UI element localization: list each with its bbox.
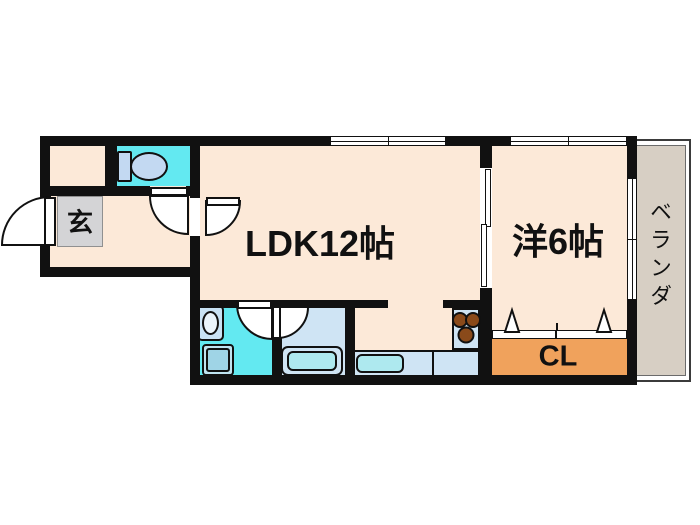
wall: [443, 300, 480, 308]
kitchen-counter-divider: [432, 351, 434, 377]
wall: [480, 136, 492, 168]
front-door-arc: [0, 195, 51, 246]
wall: [272, 308, 282, 378]
wall: [40, 267, 200, 277]
toilet-door-leaf: [150, 187, 188, 196]
entrance-mat: [57, 196, 103, 247]
washing-machine-inner: [206, 348, 230, 372]
closet-door-triangle: [503, 306, 521, 333]
front-door-leaf: [44, 197, 56, 246]
sliding-door-panel: [481, 224, 487, 287]
closet-door-triangle: [595, 306, 613, 333]
ldk-door-arc: [205, 200, 242, 237]
window: [510, 136, 628, 146]
toilet-bowl-icon: [130, 152, 168, 181]
closet-floor: [492, 338, 627, 375]
toilet-door-arc: [148, 195, 189, 236]
wall: [40, 186, 150, 196]
wall: [345, 300, 355, 378]
window: [330, 136, 447, 146]
stove-burner-icon: [457, 326, 475, 344]
closet-sliding-door: [492, 330, 556, 339]
stove-burner-icon: [452, 312, 468, 328]
bathtub-inner: [287, 351, 337, 371]
washroom-door-leaf: [237, 300, 272, 309]
washroom-door-arc: [235, 303, 273, 341]
wall: [190, 236, 200, 385]
wall: [480, 288, 492, 385]
wall: [627, 136, 637, 178]
wall: [200, 300, 237, 308]
wall: [627, 300, 637, 385]
washbasin-bowl: [202, 311, 219, 335]
wall: [190, 136, 200, 198]
ldk-label: LDK12帖: [244, 223, 396, 264]
window: [627, 178, 637, 300]
closet-sliding-door: [556, 330, 627, 339]
veranda-label: ベランダ: [647, 200, 672, 312]
entrance-label: 玄: [66, 207, 94, 238]
wall: [190, 375, 637, 385]
bathroom-door-leaf: [272, 306, 281, 339]
wall: [105, 136, 117, 196]
western-room-label: 洋6帖: [511, 221, 605, 262]
closet-label: CL: [538, 340, 578, 373]
bathroom-door-arc: [276, 306, 310, 340]
closet-door-tick: [556, 323, 558, 331]
stove-burner-icon: [465, 312, 481, 328]
sliding-door-panel: [485, 169, 491, 227]
wall: [272, 300, 388, 308]
ldk-door-leaf: [206, 197, 240, 206]
kitchen-sink-icon: [356, 354, 404, 373]
